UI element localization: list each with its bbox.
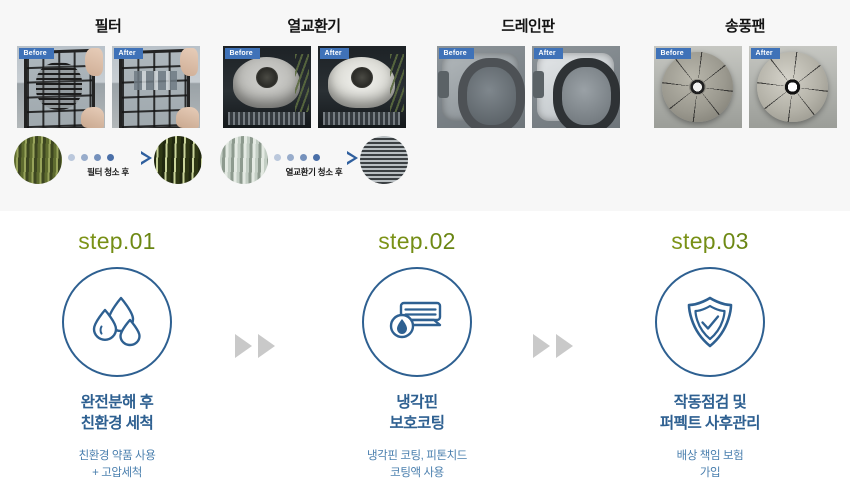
progress-dots [68,154,114,161]
air-conditioner-drop-icon [389,301,442,339]
triangle-right-icon [533,334,550,358]
step-icon-circle [362,267,472,377]
before-after-pair: Before After [212,46,416,128]
before-badge: Before [224,48,260,59]
after-badge: After [533,48,563,59]
micro-comparison-filter: 필터 청소 후 [6,136,210,184]
step-item-3: step.03 작동점검 및 퍼펙트 사후관리 배상 책임 보험 가입 [585,211,835,481]
triangle-right-icon [556,334,573,358]
transition-arrow: 열교환기 청소 후 [268,136,360,184]
step-number: step.01 [0,230,242,253]
filter-micro-after-image [154,136,202,184]
before-after-pair: Before After [646,46,844,128]
step-title: 냉각핀 보호코팅 [292,393,542,435]
dot-icon [300,154,307,161]
step-title-line1: 작동점검 및 [673,394,747,411]
step-title: 완전분해 후 친환경 세척 [0,393,242,435]
dot-icon [68,154,75,161]
step-icon-circle [62,267,172,377]
filter-micro-before-image [14,136,62,184]
category-title: 드레인판 [501,18,555,35]
before-badge: Before [655,48,691,59]
progress-dots [274,154,320,161]
after-badge: After [113,48,143,59]
blower-fan-before-photo: Before [653,46,742,128]
dot-icon [107,154,114,161]
category-title: 송풍팬 [725,18,765,35]
step-desc-line2: 코팅액 사용 [390,466,444,479]
dot-icon [94,154,101,161]
step-desc-line2: + 고압세척 [92,466,142,479]
after-badge: After [750,48,780,59]
before-after-pair: Before After [432,46,624,128]
chevron-right-icon [141,151,152,165]
step-title-line2: 보호코팅 [389,414,445,432]
step-title-line2: 퍼펙트 사후관리 [659,414,761,432]
dot-icon [81,154,88,161]
water-drops-icon [92,296,141,347]
step-description: 냉각핀 코팅, 피톤치드 코팅액 사용 [292,448,542,481]
step-title-line1: 완전분해 후 [80,394,154,411]
drain-pan-before-photo: Before [436,46,525,128]
micro-label: 필터 청소 후 [87,167,129,177]
before-after-gallery: 필터 Before After [0,0,850,211]
step-title: 작동점검 및 퍼펙트 사후관리 [585,393,835,435]
heat-exchanger-micro-after-image [360,136,408,184]
step-desc-line1: 친환경 약품 사용 [78,449,156,462]
heat-exchanger-micro-before-image [220,136,268,184]
shield-check-icon [687,296,733,348]
triangle-right-icon [258,334,275,358]
micro-label: 열교환기 청소 후 [285,167,343,177]
gallery-category-filter: 필터 Before After [6,0,210,184]
before-badge: Before [18,48,54,59]
process-steps: step.01 완전분해 후 친환경 세척 친환경 약품 사용 + 고압세척 [0,211,850,494]
step-title-line1: 냉각핀 [396,394,438,411]
after-badge: After [319,48,349,59]
step-desc-line1: 냉각핀 코팅, 피톤치드 [366,449,467,462]
step-description: 친환경 약품 사용 + 고압세척 [0,448,242,481]
transition-arrow: 필터 청소 후 [62,136,154,184]
step-desc-line2: 가입 [699,466,721,479]
heat-exchanger-before-photo: Before [222,46,311,128]
chevron-right-icon [347,151,358,165]
before-after-pair: Before After [6,46,210,128]
filter-before-photo: Before [16,46,105,128]
blower-fan-after-photo: After [748,46,837,128]
step-number: step.03 [585,230,835,253]
heat-exchanger-after-photo: After [317,46,406,128]
step-title-line2: 친환경 세척 [80,414,154,432]
gallery-category-heat-exchanger: 열교환기 Before After [212,0,416,184]
step-item-2: step.02 냉각핀 보호코팅 냉각핀 코팅, 피톤치드 코팅액 사용 [292,211,542,481]
step-icon-circle [655,267,765,377]
drain-pan-after-photo: After [531,46,620,128]
category-title: 필터 [94,18,122,35]
gallery-category-drain-pan: 드레인판 Before After [432,0,624,128]
step-arrow-2-3 [533,334,573,358]
step-item-1: step.01 완전분해 후 친환경 세척 친환경 약품 사용 + 고압세척 [0,211,242,481]
micro-comparison-heat-exchanger: 열교환기 청소 후 [212,136,416,184]
step-arrow-1-2 [235,334,275,358]
filter-after-photo: After [111,46,200,128]
before-badge: Before [438,48,474,59]
dot-icon [313,154,320,161]
step-number: step.02 [292,230,542,253]
triangle-right-icon [235,334,252,358]
dot-icon [287,154,294,161]
step-desc-line1: 배상 책임 보험 [676,449,744,462]
dot-icon [274,154,281,161]
category-title: 열교환기 [287,18,341,35]
gallery-category-blower-fan: 송풍팬 Before After [646,0,844,128]
step-description: 배상 책임 보험 가입 [585,448,835,481]
